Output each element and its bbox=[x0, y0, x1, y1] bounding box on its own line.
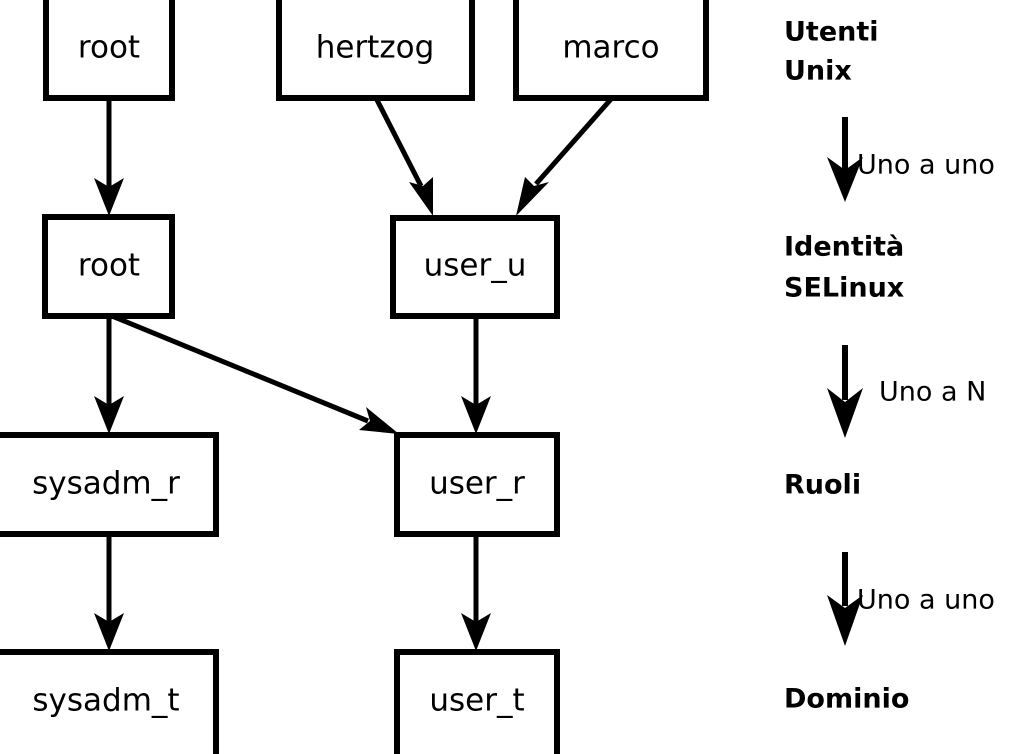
legend-stage-unix-users: Utenti Unix bbox=[784, 17, 879, 87]
legend: Utenti Unix Uno a uno Identità SELinux U… bbox=[784, 17, 995, 715]
edge-user-r-to-user-t bbox=[461, 534, 491, 651]
node-box[interactable] bbox=[0, 649, 219, 754]
arrowhead-icon bbox=[827, 157, 863, 202]
legend-relation-label: Uno a N bbox=[879, 377, 986, 408]
node-unix-marco[interactable]: marco bbox=[513, 0, 709, 101]
node-label: sysadm_t bbox=[32, 683, 179, 719]
legend-stage-line2: SELinux bbox=[784, 273, 904, 304]
edge-line bbox=[373, 96, 424, 188]
node-box[interactable] bbox=[394, 432, 560, 537]
node-box[interactable] bbox=[0, 432, 219, 537]
legend-relation-label: Uno a uno bbox=[857, 150, 995, 181]
edge-identity-root-to-user-r bbox=[111, 313, 399, 434]
node-box[interactable] bbox=[513, 0, 709, 101]
arrowhead-icon bbox=[409, 177, 433, 216]
legend-stage-roles: Ruoli bbox=[784, 470, 861, 501]
edge-line bbox=[111, 313, 369, 424]
edge-identity-root-to-sysadm-r bbox=[94, 316, 124, 434]
legend-relation-one-to-one-b: Uno a uno bbox=[827, 552, 995, 646]
legend-relation-one-to-n: Uno a N bbox=[827, 345, 986, 438]
node-label: sysadm_r bbox=[32, 466, 180, 502]
legend-stage-line1: Ruoli bbox=[784, 470, 861, 501]
node-label: hertzog bbox=[316, 30, 435, 66]
edge-user-u-to-user-r bbox=[461, 316, 491, 434]
node-label: root bbox=[78, 248, 140, 284]
node-identity-root[interactable]: root bbox=[42, 214, 175, 319]
node-label: user_r bbox=[429, 466, 525, 502]
edge-hertzog-to-user-u bbox=[373, 96, 433, 216]
arrowhead-icon bbox=[94, 178, 124, 216]
node-label: user_t bbox=[429, 683, 524, 719]
legend-stage-line1: Dominio bbox=[784, 684, 909, 715]
edge-sysadm-r-to-sysadm-t bbox=[94, 534, 124, 651]
node-box[interactable] bbox=[42, 214, 175, 319]
edge-line bbox=[534, 96, 614, 186]
node-box[interactable] bbox=[394, 649, 560, 754]
node-label: marco bbox=[562, 30, 659, 66]
arrowhead-icon bbox=[94, 396, 124, 434]
node-group: root hertzog marco root user_u sysadm_r bbox=[0, 0, 709, 754]
arrowhead-icon bbox=[461, 396, 491, 434]
node-box[interactable] bbox=[390, 215, 560, 319]
node-identity-user-u[interactable]: user_u bbox=[390, 215, 560, 319]
edge-group bbox=[94, 96, 614, 651]
node-role-sysadm-r[interactable]: sysadm_r bbox=[0, 432, 219, 537]
arrowhead-icon bbox=[359, 407, 399, 434]
arrowhead-icon bbox=[827, 595, 863, 646]
edge-unix-root-to-identity-root bbox=[94, 98, 124, 216]
node-domain-sysadm-t[interactable]: sysadm_t bbox=[0, 649, 219, 754]
node-unix-root[interactable]: root bbox=[43, 0, 175, 101]
node-unix-hertzog[interactable]: hertzog bbox=[276, 0, 475, 101]
edge-marco-to-user-u bbox=[516, 96, 614, 216]
arrowhead-icon bbox=[461, 613, 491, 651]
legend-stage-line1: Identità bbox=[784, 232, 904, 263]
arrowhead-icon bbox=[827, 388, 863, 438]
node-label: root bbox=[78, 30, 140, 66]
legend-relation-label: Uno a uno bbox=[857, 585, 995, 616]
node-box[interactable] bbox=[43, 0, 175, 101]
node-label: user_u bbox=[424, 248, 527, 284]
legend-relation-one-to-one-a: Uno a uno bbox=[827, 117, 995, 202]
legend-stage-line2: Unix bbox=[784, 56, 852, 87]
legend-stage-selinux-identity: Identità SELinux bbox=[784, 232, 904, 304]
node-domain-user-t[interactable]: user_t bbox=[394, 649, 560, 754]
node-role-user-r[interactable]: user_r bbox=[394, 432, 560, 537]
legend-stage-domain: Dominio bbox=[784, 684, 909, 715]
arrowhead-icon bbox=[94, 613, 124, 651]
node-box[interactable] bbox=[276, 0, 475, 101]
legend-stage-line1: Utenti bbox=[784, 17, 879, 48]
arrowhead-icon bbox=[516, 177, 549, 216]
